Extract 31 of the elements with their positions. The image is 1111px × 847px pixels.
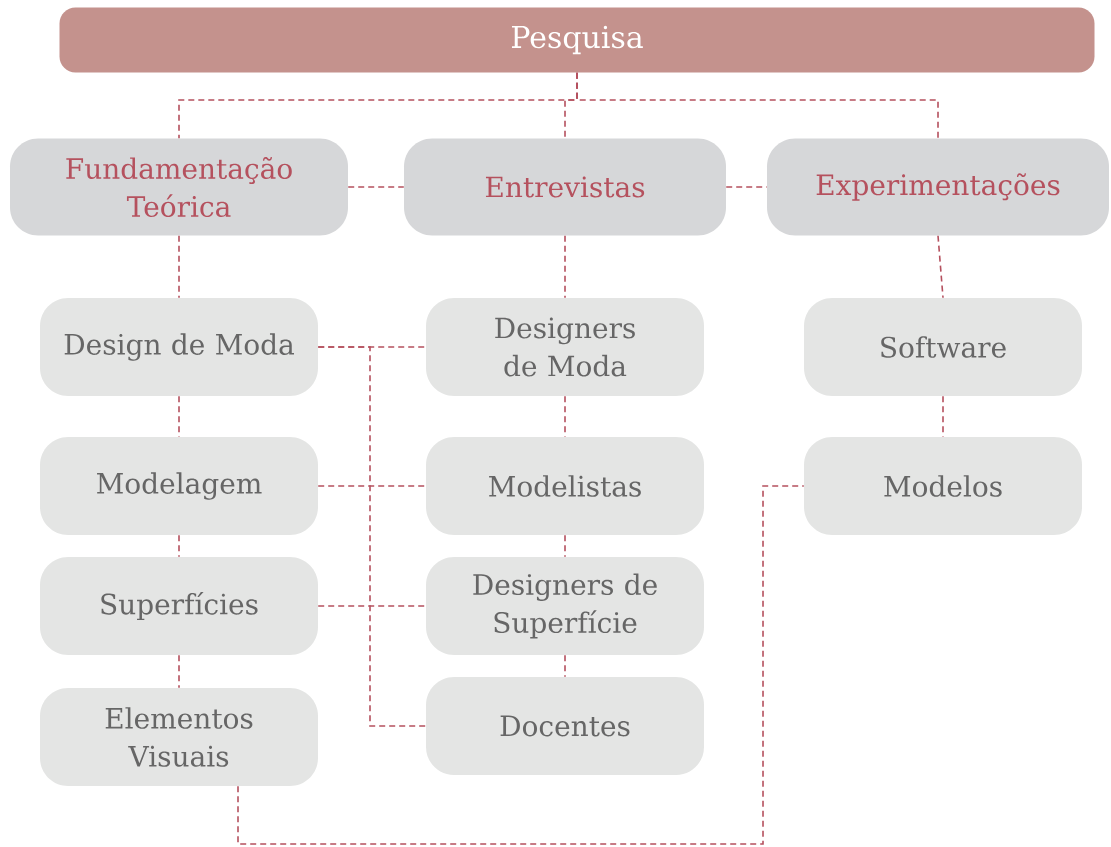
connector [178, 395, 180, 438]
connector [564, 534, 566, 558]
connector [347, 186, 405, 188]
topic-box: Modelos [804, 437, 1082, 535]
root-box: Pesquisa [59, 7, 1095, 73]
topic-box: Design de Moda [40, 298, 318, 396]
connector [564, 234, 566, 299]
topic-box: Modelagem [40, 437, 318, 535]
connector [178, 234, 180, 299]
topic-box: Docentes [426, 677, 704, 775]
topic-box: Modelistas [426, 437, 704, 535]
connector [942, 395, 944, 438]
connector [317, 485, 427, 487]
connector [564, 395, 566, 438]
connector [178, 654, 180, 689]
category-box: Entrevistas [404, 138, 726, 236]
connector [564, 654, 566, 678]
topic-box: Designers de Superfície [426, 557, 704, 655]
connector [317, 605, 427, 607]
topic-box: Designers de Moda [426, 298, 704, 396]
connector [576, 71, 939, 140]
connector [725, 186, 768, 188]
topic-box: Software [804, 298, 1082, 396]
category-box: Experimentações [767, 138, 1109, 236]
category-box: Fundamentação Teórica [10, 138, 348, 236]
connector [178, 534, 180, 558]
topic-box: Superfícies [40, 557, 318, 655]
topic-box: Elementos Visuais [40, 688, 318, 786]
connector [937, 234, 944, 299]
connector [317, 346, 427, 727]
connector [237, 485, 805, 845]
